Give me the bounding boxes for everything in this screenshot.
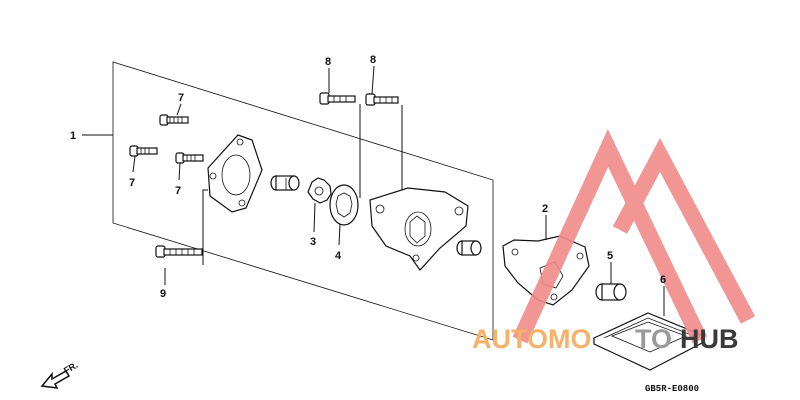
callout-4: 4 bbox=[335, 250, 342, 262]
callout-3: 3 bbox=[310, 236, 316, 248]
bolt-8-right bbox=[365, 93, 399, 106]
bolt-7-middle bbox=[175, 152, 204, 164]
leader-9-group bbox=[202, 189, 208, 265]
oil-screen bbox=[592, 312, 706, 371]
watermark-logo bbox=[512, 129, 756, 344]
leader-7-middle bbox=[178, 162, 181, 181]
assembly-outline bbox=[112, 61, 494, 341]
callout-1: 1 bbox=[70, 130, 76, 142]
outer-rotor bbox=[329, 184, 359, 226]
callout-5: 5 bbox=[607, 250, 613, 262]
callout-6: 6 bbox=[660, 274, 666, 286]
callout-7-left: 7 bbox=[129, 177, 135, 189]
diagram-code: GB5R-E0800 bbox=[645, 384, 699, 394]
leader-7-left bbox=[132, 155, 136, 173]
bolt-7-top bbox=[159, 114, 189, 126]
leader-8-right bbox=[371, 65, 375, 95]
pump-cover bbox=[207, 134, 263, 213]
leader-4 bbox=[338, 223, 341, 246]
callout-7-top: 7 bbox=[178, 92, 184, 104]
front-direction-arrow-icon bbox=[40, 369, 71, 389]
leader-7-top bbox=[176, 103, 182, 116]
watermark-triangle-small bbox=[612, 138, 756, 324]
bolt-7-left bbox=[129, 145, 158, 157]
bolt-8-left bbox=[319, 92, 356, 105]
callout-8-left: 8 bbox=[325, 56, 331, 68]
collar bbox=[595, 283, 627, 301]
dowel-pin bbox=[456, 240, 482, 256]
callout-9: 9 bbox=[160, 288, 166, 300]
pump-shaft bbox=[270, 175, 300, 191]
callout-8-right: 8 bbox=[370, 54, 376, 66]
leader-3 bbox=[313, 202, 316, 233]
watermark-text-gray: TO bbox=[635, 324, 672, 354]
watermark-triangle-large bbox=[512, 129, 708, 344]
pump-body bbox=[369, 187, 469, 271]
watermark-text-orange: AUTOMO bbox=[472, 324, 592, 354]
inner-rotor bbox=[307, 177, 332, 204]
callout-7-middle: 7 bbox=[175, 185, 181, 197]
callout-2: 2 bbox=[542, 203, 548, 215]
direction-label: FR. bbox=[62, 360, 80, 376]
watermark-text-dark: HUB bbox=[680, 324, 739, 354]
bolt-9 bbox=[155, 245, 203, 258]
